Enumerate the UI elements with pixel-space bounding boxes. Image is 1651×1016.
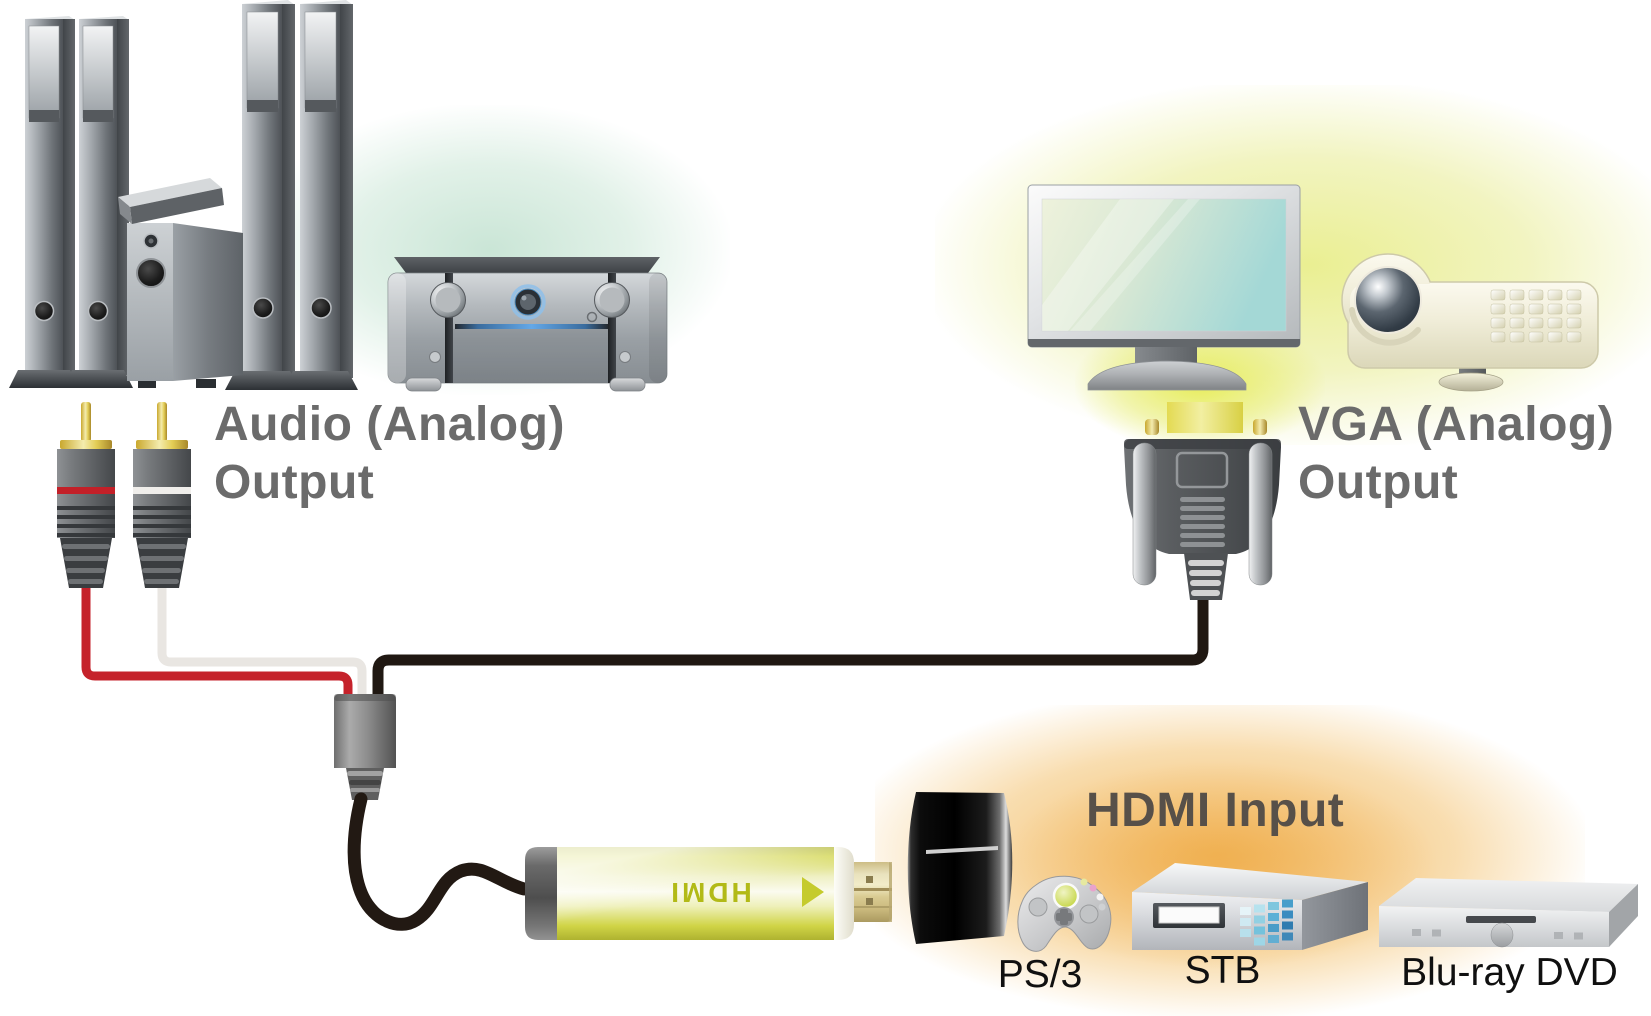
game-controller-icon <box>1017 875 1112 952</box>
vga-connector-icon <box>1124 402 1281 600</box>
projector-icon <box>1341 253 1599 392</box>
audio-output-line2: Output <box>214 456 375 509</box>
hdmi-gold-plug-icon <box>854 862 892 922</box>
red-audio-cable <box>81 575 353 700</box>
monitor-screen <box>1041 198 1287 332</box>
stb-label: STB <box>1184 949 1261 992</box>
set-top-box-icon <box>1132 863 1368 950</box>
tower-speaker <box>225 0 300 390</box>
tower-speaker <box>63 16 133 388</box>
selector-knob <box>594 282 630 318</box>
white-audio-cable <box>157 575 367 700</box>
audio-output-label: Audio (Analog) Output <box>214 396 565 512</box>
black-vga-cable <box>372 592 1209 700</box>
center-speaker <box>118 178 224 224</box>
projector-lens <box>1354 266 1422 334</box>
bluray-knob <box>1490 922 1514 948</box>
vga-output-label: VGA (Analog) Output <box>1298 396 1614 512</box>
lcd-monitor-icon <box>1027 184 1301 391</box>
vga-output-line1: VGA (Analog) <box>1298 398 1615 451</box>
volume-knob <box>430 282 466 318</box>
rca-plug-white-icon <box>133 402 191 588</box>
display-strip <box>455 324 608 329</box>
rca-plug-red-icon <box>57 402 115 588</box>
tower-speaker <box>283 0 358 390</box>
audio-output-line1: Audio (Analog) <box>214 398 565 451</box>
stb-buttons <box>1240 899 1293 946</box>
power-indicator <box>586 311 598 323</box>
display-dial <box>510 284 546 320</box>
ps3-console-icon <box>907 792 1013 944</box>
surround-speaker-system-icon <box>9 0 358 390</box>
disc-tray <box>1466 916 1536 923</box>
bluray-label: Blu-ray DVD <box>1401 951 1618 994</box>
adapter-hdmi-print: HDMI <box>668 877 752 908</box>
rca-plugs <box>57 402 191 588</box>
monitor-stand <box>1087 360 1247 391</box>
projector-vents <box>1490 289 1582 343</box>
blu-ray-player-icon <box>1379 878 1638 948</box>
vga-output-line2: Output <box>1298 456 1459 509</box>
cable-junction-plug <box>334 694 396 800</box>
subwoofer <box>127 223 243 388</box>
right-arrow-icon <box>802 877 824 907</box>
adapter-pigtail-cable <box>347 792 531 931</box>
av-receiver-icon <box>387 257 668 392</box>
hdmi-adapter-dongle-icon <box>525 847 892 940</box>
hdmi-input-label: HDMI Input <box>1086 784 1345 837</box>
ps3-label: PS/3 <box>997 953 1083 996</box>
tower-speaker <box>9 16 79 388</box>
